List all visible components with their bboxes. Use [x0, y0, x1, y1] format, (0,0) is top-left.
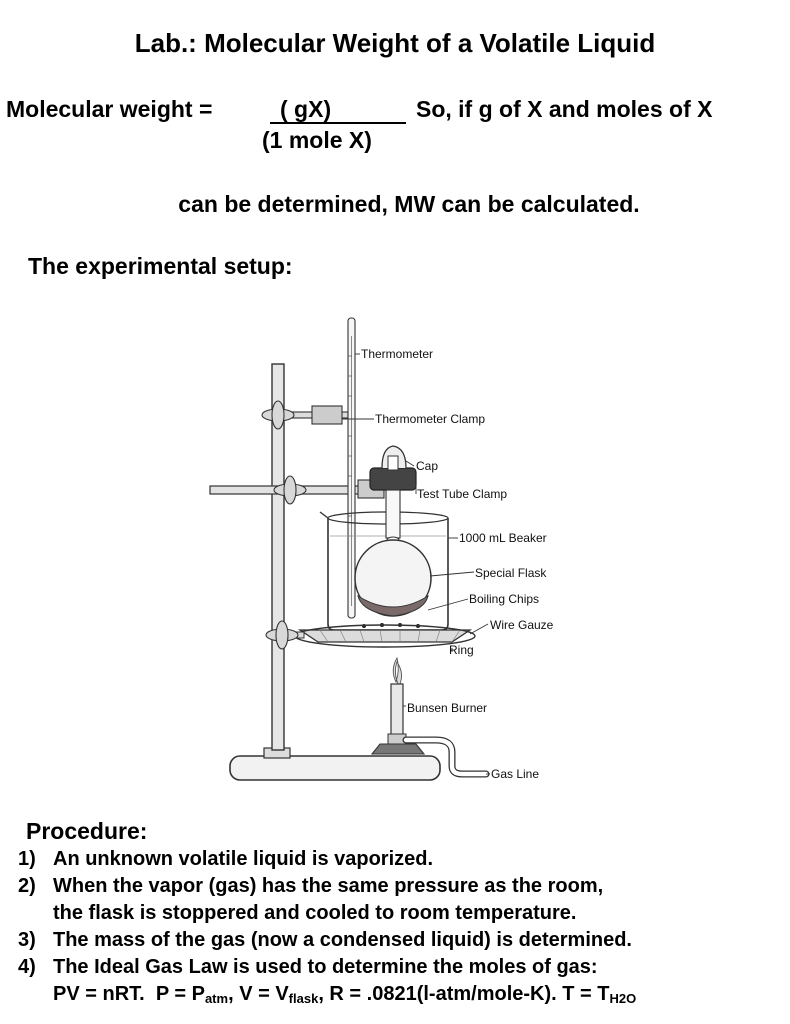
- label-thermometer: Thermometer: [361, 347, 433, 361]
- clamp-knob-bottom: [265, 620, 299, 650]
- label-ring: Ring: [449, 643, 474, 657]
- formula-denominator: (1 mole X): [262, 127, 372, 153]
- flask-neck: [385, 489, 401, 539]
- procedure-step: 2)When the vapor (gas) has the same pres…: [18, 875, 604, 897]
- ideal-gas-equation: PV = nRT. P = Patm, V = Vflask, R = .082…: [53, 983, 637, 1006]
- procedure-heading: Procedure:: [26, 818, 148, 844]
- label-beaker: 1000 mL Beaker: [459, 531, 547, 545]
- apparatus-diagram: Thermometer Thermometer Clamp Cap Test T…: [209, 317, 554, 781]
- procedure-step: 1)An unknown volatile liquid is vaporize…: [18, 848, 434, 870]
- procedure-step: 4)The Ideal Gas Law is used to determine…: [18, 956, 598, 978]
- formula-continuation: can be determined, MW can be calculated.: [178, 191, 640, 217]
- label-thermometer-clamp: Thermometer Clamp: [375, 412, 485, 426]
- label-bunsen-burner: Bunsen Burner: [407, 701, 487, 715]
- thermometer-clamp-jaw: [311, 405, 343, 425]
- stand-base: [229, 755, 441, 781]
- label-wire-gauze: Wire Gauze: [490, 618, 554, 632]
- procedure-steps: 1)An unknown volatile liquid is vaporize…: [18, 846, 636, 1012]
- support-rod: [271, 363, 285, 751]
- label-test-tube-clamp: Test Tube Clamp: [417, 487, 507, 501]
- formula-lhs: Molecular weight =: [6, 96, 213, 122]
- formula-tail: So, if g of X and moles of X: [416, 96, 713, 122]
- label-cap: Cap: [416, 459, 438, 473]
- label-special-flask: Special Flask: [475, 566, 547, 580]
- clamp-knob-top: [261, 400, 295, 430]
- procedure-step-continuation: the flask is stoppered and cooled to roo…: [53, 902, 577, 924]
- wire-gauze: [297, 629, 473, 643]
- setup-heading: The experimental setup:: [28, 253, 293, 279]
- flame: [392, 656, 402, 688]
- procedure-step: 3)The mass of the gas (now a condensed l…: [18, 929, 632, 951]
- burner-base: [370, 743, 426, 755]
- boiling-chips: [357, 594, 429, 617]
- formula-numerator: ( gX): [270, 96, 406, 124]
- flask-cap-holder: [369, 467, 417, 491]
- clamp-knob-middle: [273, 475, 307, 505]
- label-gas-line: Gas Line: [491, 767, 539, 781]
- label-boiling-chips: Boiling Chips: [469, 592, 539, 606]
- page-title: Lab.: Molecular Weight of a Volatile Liq…: [134, 28, 656, 58]
